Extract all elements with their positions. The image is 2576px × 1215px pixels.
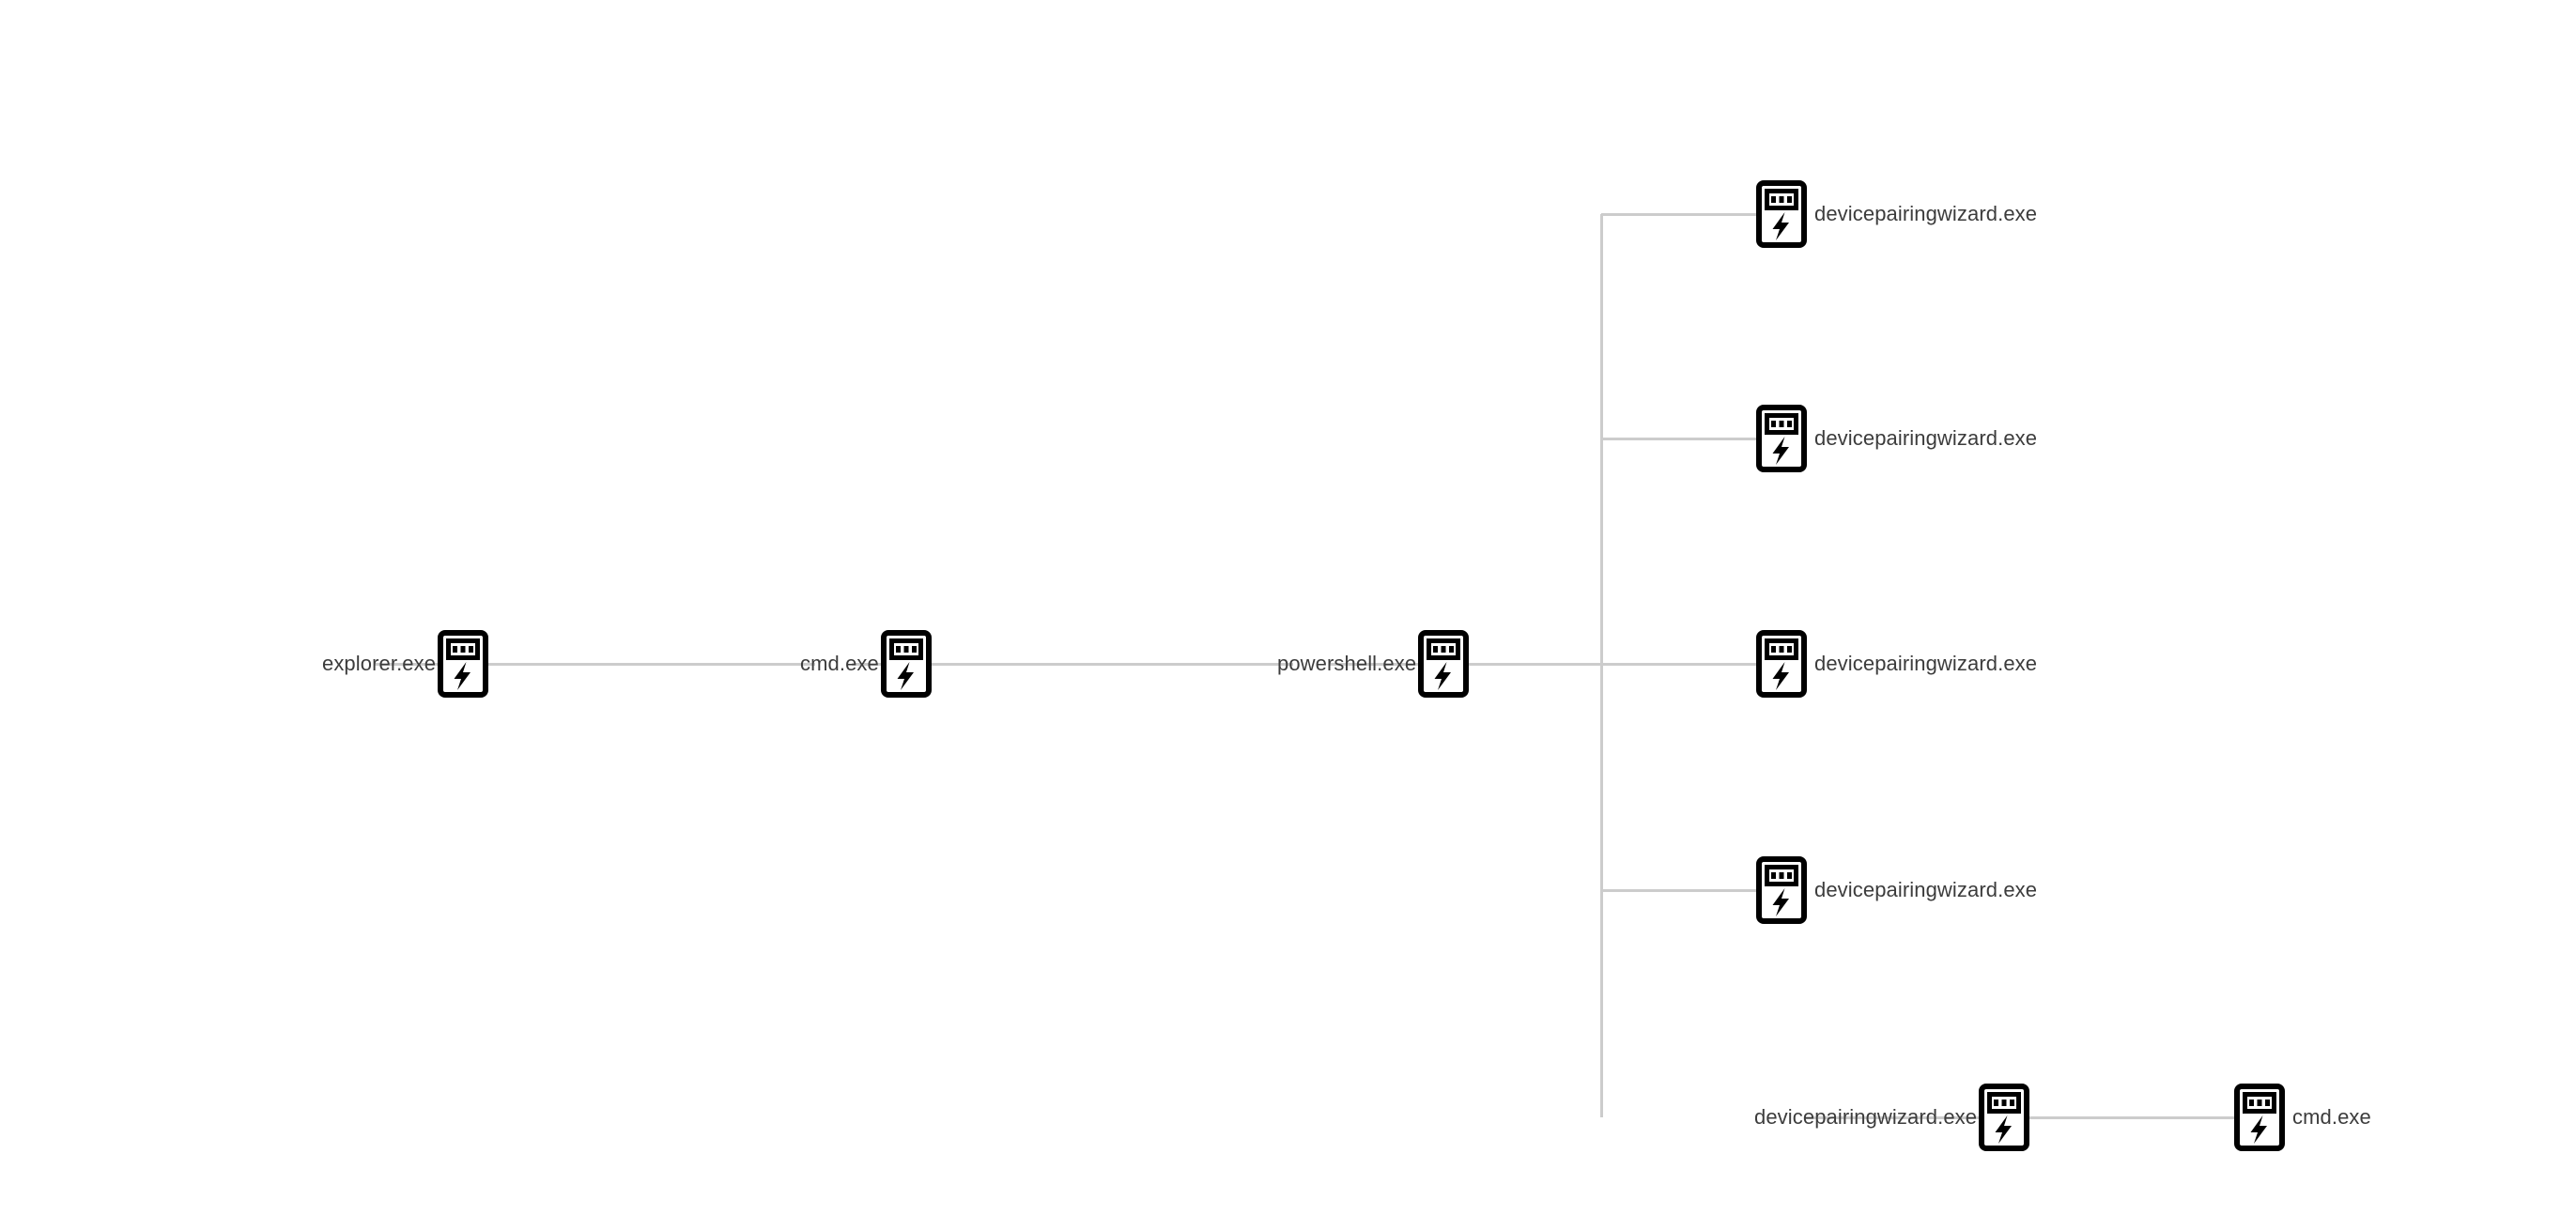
process-node-label: explorer.exe <box>322 652 437 675</box>
process-node-label: cmd.exe <box>2292 1105 2371 1129</box>
edge-powershell-to-trunk <box>1329 663 1761 666</box>
edge-trunk-vertical <box>1600 214 1603 1117</box>
process-node-cmd-1[interactable]: cmd.exe <box>800 630 932 698</box>
process-node-dpw-4[interactable]: devicepairingwizard.exe <box>1756 856 2037 924</box>
process-node-explorer[interactable]: explorer.exe <box>322 630 489 698</box>
edge-trunk-to-dpw2 <box>1601 438 1761 440</box>
process-node-icon[interactable] <box>880 630 932 698</box>
executable-process-icon <box>880 630 932 698</box>
process-node-label: devicepairingwizard.exe <box>1814 878 2038 901</box>
process-node-icon[interactable] <box>1756 180 1807 248</box>
process-node-icon[interactable] <box>1756 405 1807 472</box>
process-node-dpw-2[interactable]: devicepairingwizard.exe <box>1756 405 2037 472</box>
process-node-dpw-1[interactable]: devicepairingwizard.exe <box>1756 180 2037 248</box>
edge-explorer-to-cmd <box>374 663 815 666</box>
process-node-dpw-3[interactable]: devicepairingwizard.exe <box>1756 630 2037 698</box>
edge-trunk-to-dpw1 <box>1601 213 1761 216</box>
executable-process-icon <box>1418 630 1470 698</box>
process-node-powershell[interactable]: powershell.exe <box>1277 630 1470 698</box>
process-node-cmd-2[interactable]: cmd.exe <box>2234 1084 2371 1151</box>
process-node-label: devicepairingwizard.exe <box>1814 652 2038 675</box>
executable-process-icon <box>1979 1084 2030 1151</box>
executable-process-icon <box>438 630 489 698</box>
executable-process-icon <box>1756 405 1807 472</box>
process-node-icon[interactable] <box>1979 1084 2030 1151</box>
executable-process-icon <box>1756 856 1807 924</box>
process-node-icon[interactable] <box>1756 856 1807 924</box>
edge-cmd-to-powershell <box>852 663 1293 666</box>
process-node-icon[interactable] <box>1418 630 1470 698</box>
executable-process-icon <box>2234 1084 2285 1151</box>
process-node-dpw-5[interactable]: devicepairingwizard.exe <box>1754 1084 2030 1151</box>
process-node-label: devicepairingwizard.exe <box>1814 426 2038 450</box>
edge-trunk-to-dpw4 <box>1601 889 1761 892</box>
process-node-icon[interactable] <box>438 630 489 698</box>
process-node-label: cmd.exe <box>800 652 879 675</box>
process-node-icon[interactable] <box>2234 1084 2285 1151</box>
process-node-label: devicepairingwizard.exe <box>1814 202 2038 225</box>
process-node-label: devicepairingwizard.exe <box>1754 1105 1978 1129</box>
executable-process-icon <box>1756 180 1807 248</box>
executable-process-icon <box>1756 630 1807 698</box>
process-node-label: powershell.exe <box>1277 652 1417 675</box>
process-node-icon[interactable] <box>1756 630 1807 698</box>
